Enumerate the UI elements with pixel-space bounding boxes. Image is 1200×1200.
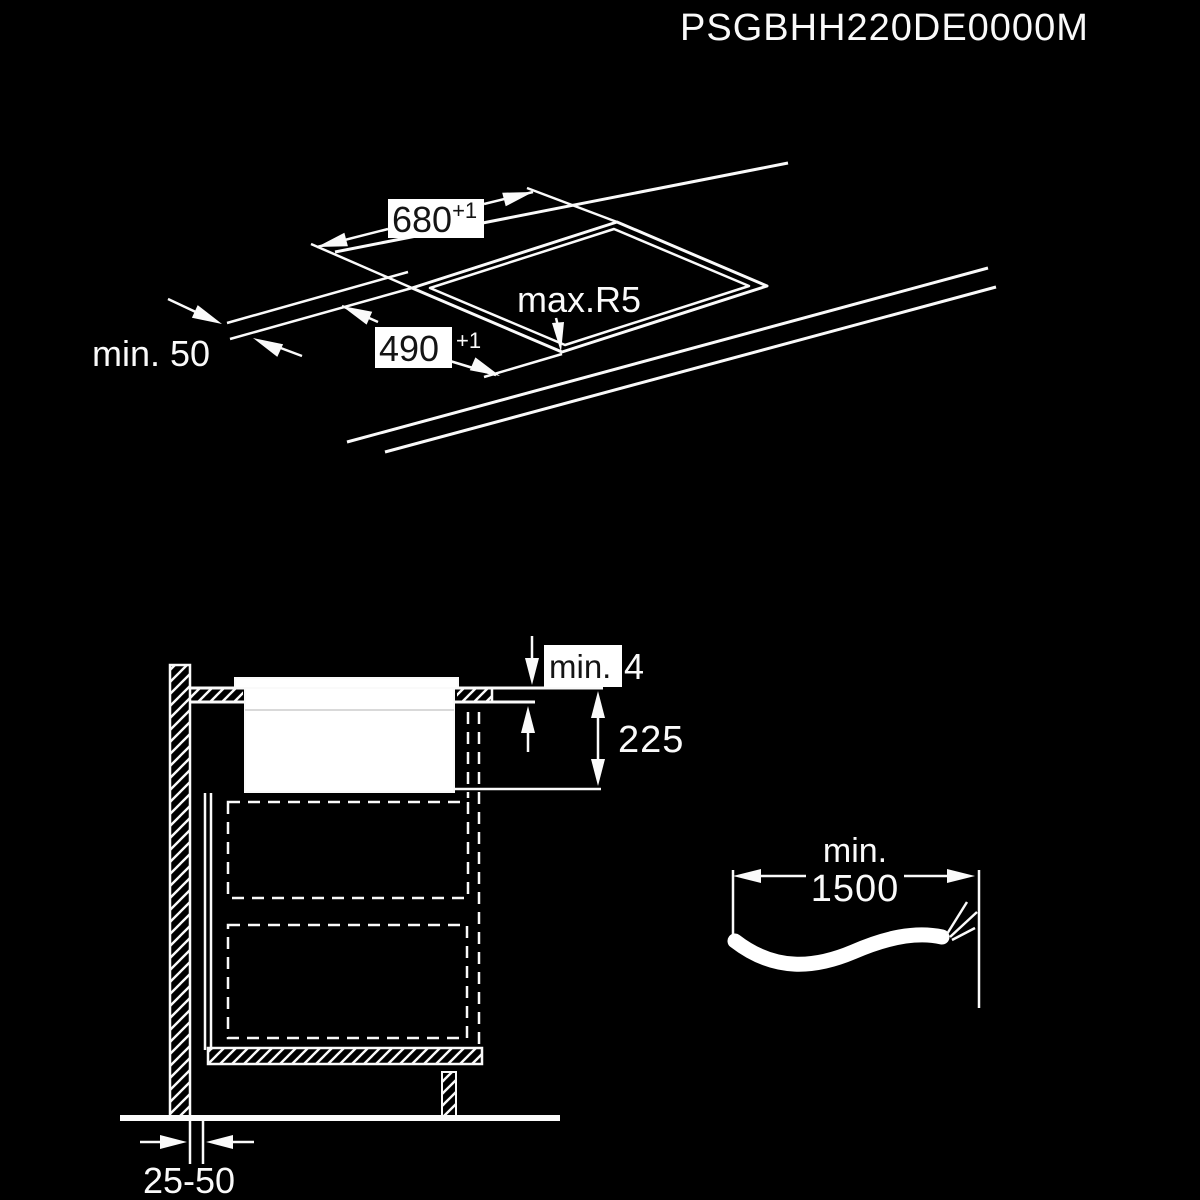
wall-distance-label: 25-50 [143,1160,235,1200]
width-extension-line-right [526,186,618,224]
power-cable [727,927,950,972]
clearance-arrowhead-upper [191,305,222,324]
cutout-inner-lip-outline [428,227,751,347]
hob-glass-top [234,677,459,689]
depth-225-up-arrowhead [591,691,605,718]
depth-tolerance-label: +1 [456,328,481,353]
top-gap-down-arrowhead [525,658,539,685]
worktop-hatch-left [190,689,243,702]
cable-strand-2 [949,911,978,938]
cable-dim-arrowhead-left [733,869,761,883]
cable-length-view: min. 1500 [727,832,981,1008]
top-gap-up-arrowhead [521,706,535,733]
width-extension-line-left [310,242,413,290]
section-view: 25-50 min. 4 225 [120,636,684,1200]
top-gap-value: 4 [624,646,644,687]
width-arrowhead-left [317,232,348,247]
width-label-box [388,199,484,238]
wall-distance-arrowhead-right [206,1135,233,1149]
hob-body [244,687,455,793]
cable-dim-arrowhead-right [947,869,975,883]
width-arrowhead-right [502,192,533,207]
width-label: 680+1 [392,198,477,240]
clearance-line-outer [226,270,409,325]
clearance-label: min. 50 [92,333,210,374]
cable-strand-1 [945,901,969,935]
top-gap-label-box [544,645,622,687]
corner-radius-label: max.R5 [517,279,641,320]
cable-min-label: min. [823,832,887,870]
depth-extension-line [483,352,563,379]
corner-radius-arrowhead [552,322,564,352]
cutout-perspective-view: 680+1 min. 50 490 +1 max.R5 [92,161,997,454]
model-code-text: PSGBHH220DE0000M [680,7,1089,49]
depth-label-box [375,327,452,368]
wall-distance-arrowhead-left [160,1135,187,1149]
clearance-arrowhead-lower [253,338,284,357]
top-gap-label: min. [549,648,611,685]
clearance-arrow-shaft-upper [167,297,201,316]
worktop-front-edge-line-upper [346,266,989,444]
worktop-front-edge-line-lower [384,285,997,454]
cabinet-zone-dashed-lower [226,923,469,1040]
clearance-line-inner [229,286,413,341]
worktop-hatch-right [457,689,492,702]
cable-strand-3 [951,926,976,942]
wall-hatched [168,663,192,1119]
cutout-outer-outline [410,220,769,354]
cabinet-leg [441,1071,457,1117]
depth-arrowhead-upper [342,306,373,325]
cabinet-bottom-shelf [206,1046,484,1066]
depth-label: 490 [379,328,439,369]
build-in-depth-label: 225 [618,719,684,761]
depth-225-down-arrowhead [591,759,605,786]
clearance-arrow-shaft-lower [277,345,303,358]
depth-arrowhead-lower [469,357,500,376]
cabinet-zone-dashed-upper [226,800,470,900]
cable-length-label: 1500 [811,868,900,910]
